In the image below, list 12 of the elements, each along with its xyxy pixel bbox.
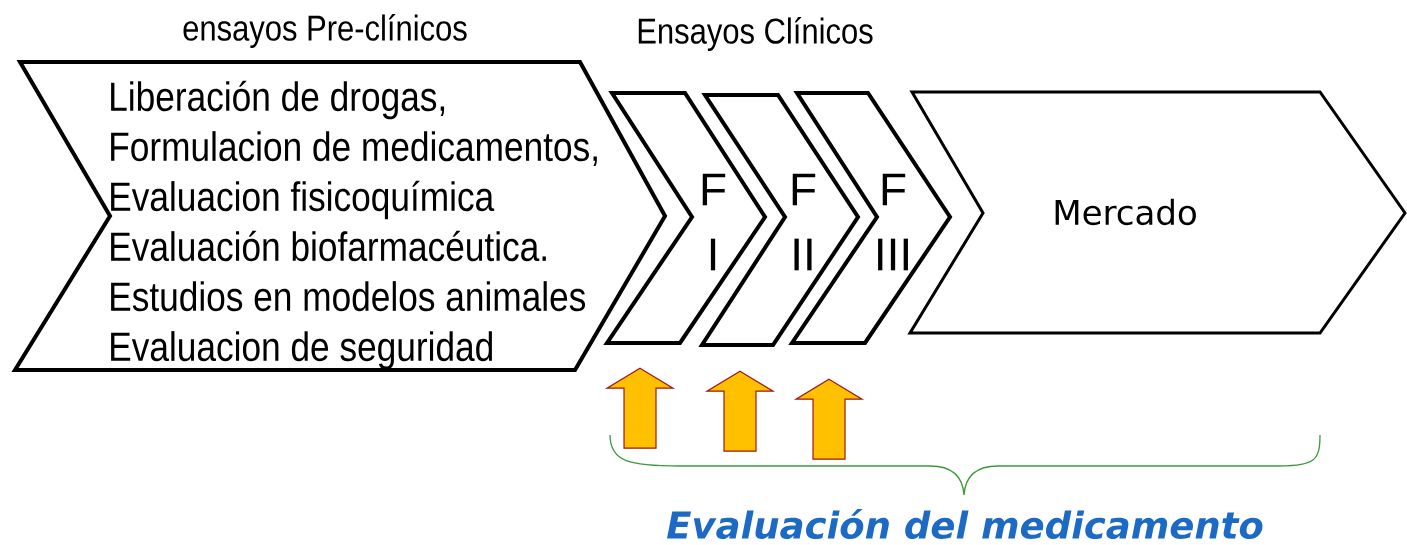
heading: Ensayos Clínicos xyxy=(638,17,873,51)
node-label: Evaluacion fisicoquímica xyxy=(111,180,495,220)
chevron-box: Mercado xyxy=(907,90,1407,335)
chevron-box: Liberación de drogas, Formulacion de medicamentos, Evaluacion fisicoquímica Evaluación biofarmacéutica. Estudios en modelos animales Evaluacion de seguridad xyxy=(11,60,668,372)
caption-text: Evaluación del medicamento xyxy=(667,508,1263,540)
node-label: Evaluación biofarmacéutica. xyxy=(111,230,546,262)
heading: ensayos Pre-clínicos xyxy=(183,14,467,48)
node-label: Evaluacion de seguridad xyxy=(111,331,492,370)
node-label: Liberación de drogas, xyxy=(111,80,445,120)
node-label: Estudios en modelos animales xyxy=(111,281,586,312)
node-label: Formulacion de medicamentos, xyxy=(111,131,597,167)
chevron-box: F I xyxy=(603,91,768,345)
